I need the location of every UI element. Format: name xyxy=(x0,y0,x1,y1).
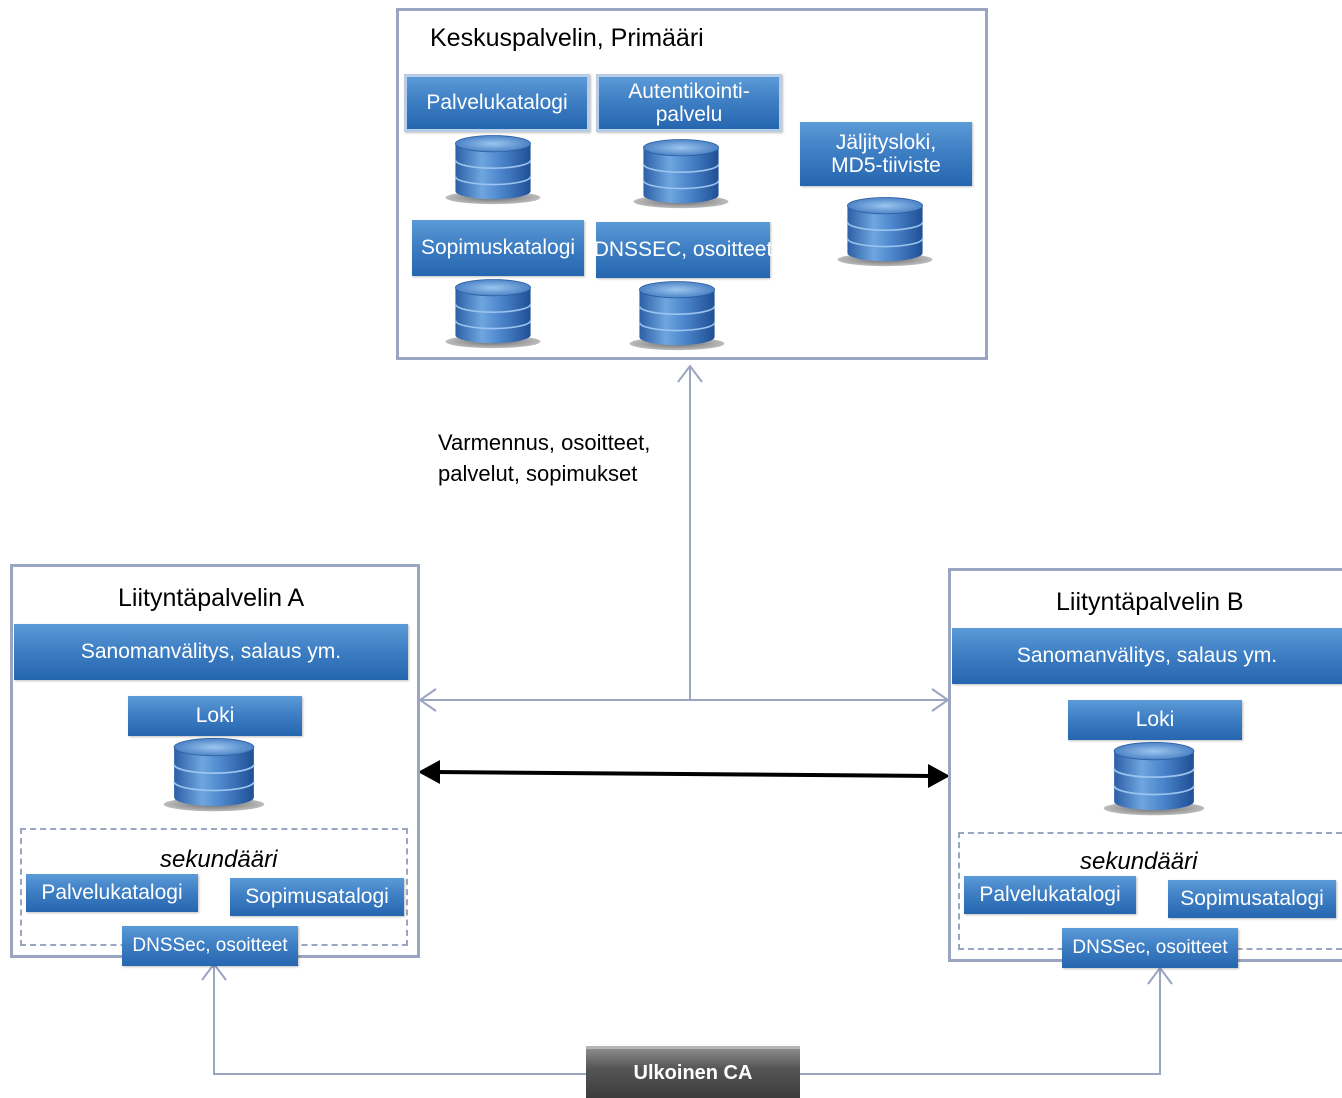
server-b-log-label: Loki xyxy=(1068,700,1242,740)
server-b-palvelukatalogi-label: Palvelukatalogi xyxy=(964,876,1136,914)
ca-to-b-arrowhead xyxy=(1147,966,1173,985)
primary-link-arrowhead xyxy=(677,364,703,383)
server-b-messaging-label: Sanomanvälitys, salaus ym. xyxy=(952,628,1342,684)
server-a-dnssec-label: DNSSec, osoitteet xyxy=(122,926,298,966)
sopimuskatalogi-label: Sopimuskatalogi xyxy=(412,220,584,276)
server-b-sopimusatalogi-label: Sopimusatalogi xyxy=(1168,880,1336,918)
server-a-palvelukatalogi-label: Palvelukatalogi xyxy=(26,874,198,912)
jaljitysloki-label: Jäljitysloki, MD5-tiiviste xyxy=(800,122,972,186)
jaljitysloki-database-icon xyxy=(836,186,934,276)
connection-note: Varmennus, osoitteet, palvelut, sopimuks… xyxy=(438,430,651,486)
server-a-log-label: Loki xyxy=(128,696,302,736)
external-ca-box: Ulkoinen CA xyxy=(586,1046,800,1098)
palvelukatalogi-label: Palvelukatalogi xyxy=(404,74,590,132)
a-b-left-arrowhead xyxy=(418,760,440,784)
primary-server-title: Keskuspalvelin, Primääri xyxy=(430,24,704,52)
dnssec-database-icon xyxy=(628,270,726,360)
palvelukatalogi-database-icon xyxy=(444,124,542,214)
ca-to-b-line xyxy=(800,968,1161,1075)
server-a-messaging-label: Sanomanvälitys, salaus ym. xyxy=(14,624,408,680)
autentikointi-label: Autentikointi- palvelu xyxy=(596,74,782,132)
server-a-log-database-icon xyxy=(162,728,266,820)
a-b-right-arrowhead xyxy=(928,764,950,788)
ca-to-a-line xyxy=(213,964,586,1075)
server-a-sopimusatalogi-label: Sopimusatalogi xyxy=(230,878,404,916)
server-b-dnssec-label: DNSSec, osoitteet xyxy=(1062,928,1238,968)
dnssec-label: DNSSEC, osoitteet xyxy=(594,222,772,278)
autentikointi-database-icon xyxy=(632,128,730,218)
server-b-title: Liityntäpalvelin B xyxy=(1056,588,1244,616)
server-a-title: Liityntäpalvelin A xyxy=(118,584,305,612)
server-b-log-database-icon xyxy=(1102,732,1206,824)
a-b-exchange-line xyxy=(435,770,933,778)
server-a-secondary-title: sekundääri xyxy=(160,846,278,873)
server-a-link-arrowhead xyxy=(418,688,437,712)
server-b-secondary-title: sekundääri xyxy=(1080,848,1198,875)
sopimuskatalogi-database-icon xyxy=(444,268,542,358)
